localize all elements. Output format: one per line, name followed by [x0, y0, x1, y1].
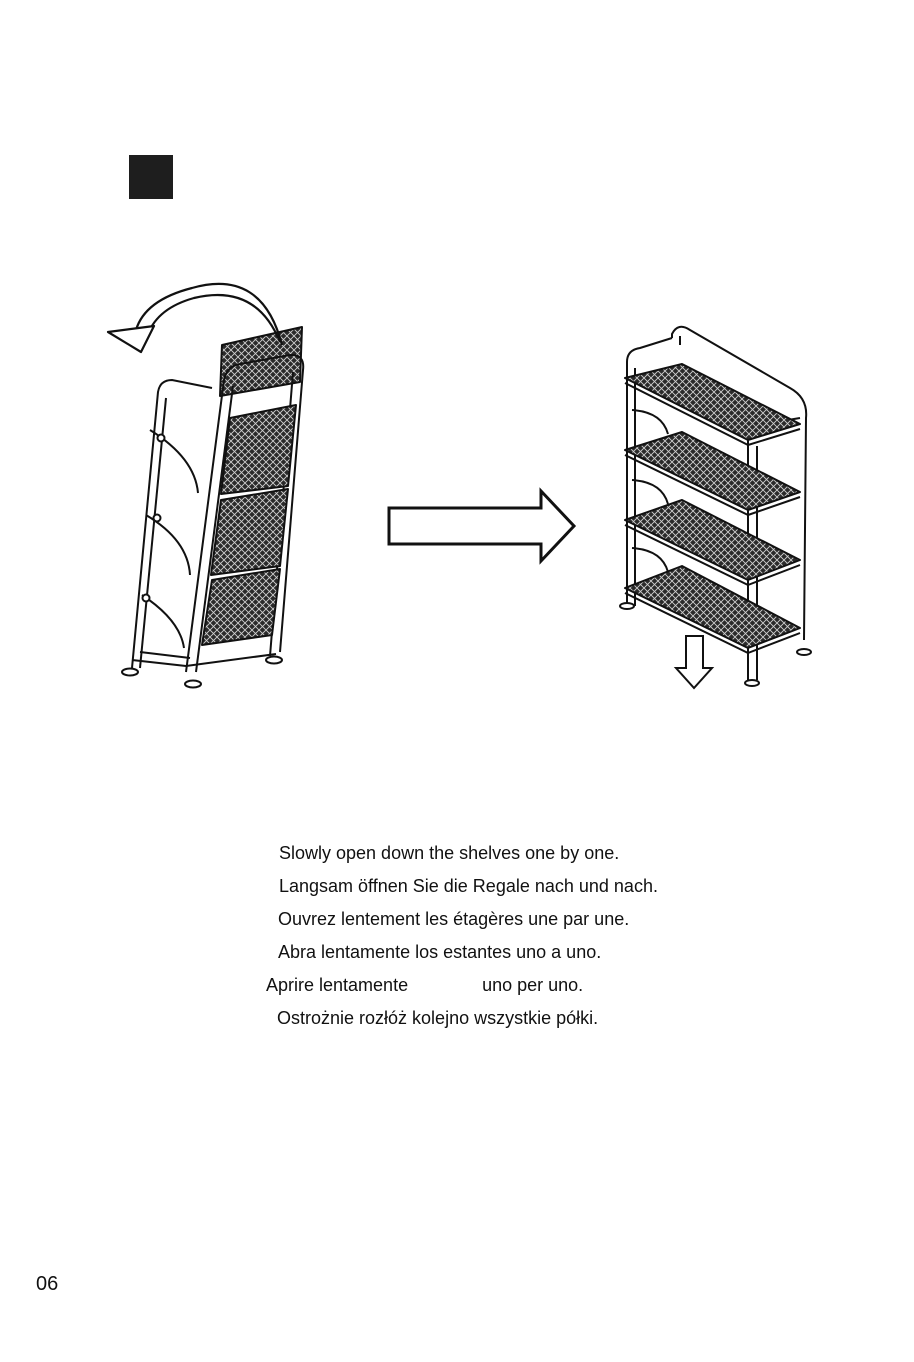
instruction-de: Langsam öffnen Sie die Regale nach und n… — [279, 875, 658, 897]
instruction-en: Slowly open down the shelves one by one. — [279, 842, 619, 864]
instruction-pl: Ostrożnie rozłóż kolejno wszystkie półki… — [277, 1007, 598, 1029]
down-arrow-icon — [676, 636, 712, 688]
instruction-it-part1: Aprire lentamente — [266, 975, 408, 995]
page-number: 06 — [36, 1273, 58, 1296]
assembly-illustration — [0, 0, 914, 760]
instruction-es: Abra lentamente los estantes uno a uno. — [278, 941, 601, 963]
right-arrow-icon — [389, 491, 574, 561]
instruction-fr: Ouvrez lentement les étagères une par un… — [278, 908, 629, 930]
instruction-it-part2: uno per uno. — [482, 975, 583, 995]
open-shelf-unit-icon — [620, 327, 811, 686]
folded-shelf-unit-icon — [122, 327, 303, 688]
instruction-it: Aprire lentamente uno per uno. — [266, 974, 583, 996]
